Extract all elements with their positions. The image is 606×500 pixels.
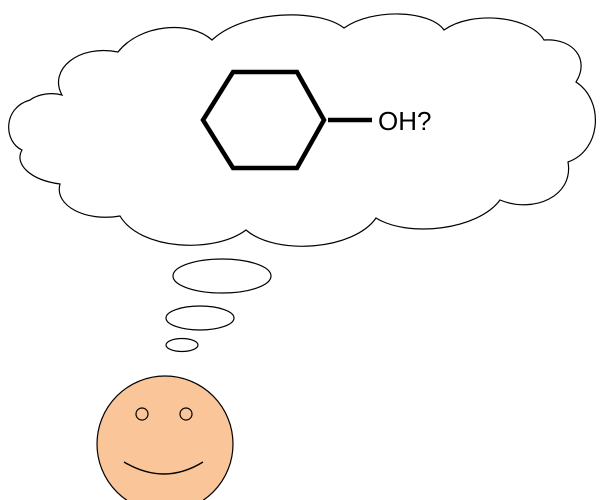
oh-label: OH? <box>378 106 431 136</box>
face-circle <box>96 375 234 500</box>
hexagon-ring-icon <box>200 69 327 171</box>
smile-mouth <box>123 461 204 475</box>
cloud-outline <box>8 13 596 247</box>
smiley-face-icon <box>96 375 234 500</box>
thought-cloud-icon <box>8 13 596 247</box>
left-eye <box>135 407 149 421</box>
right-eye <box>179 407 193 421</box>
thought-bubble-medium <box>165 305 235 331</box>
thought-bubble-small <box>165 337 199 353</box>
thought-bubble-large <box>172 258 272 294</box>
